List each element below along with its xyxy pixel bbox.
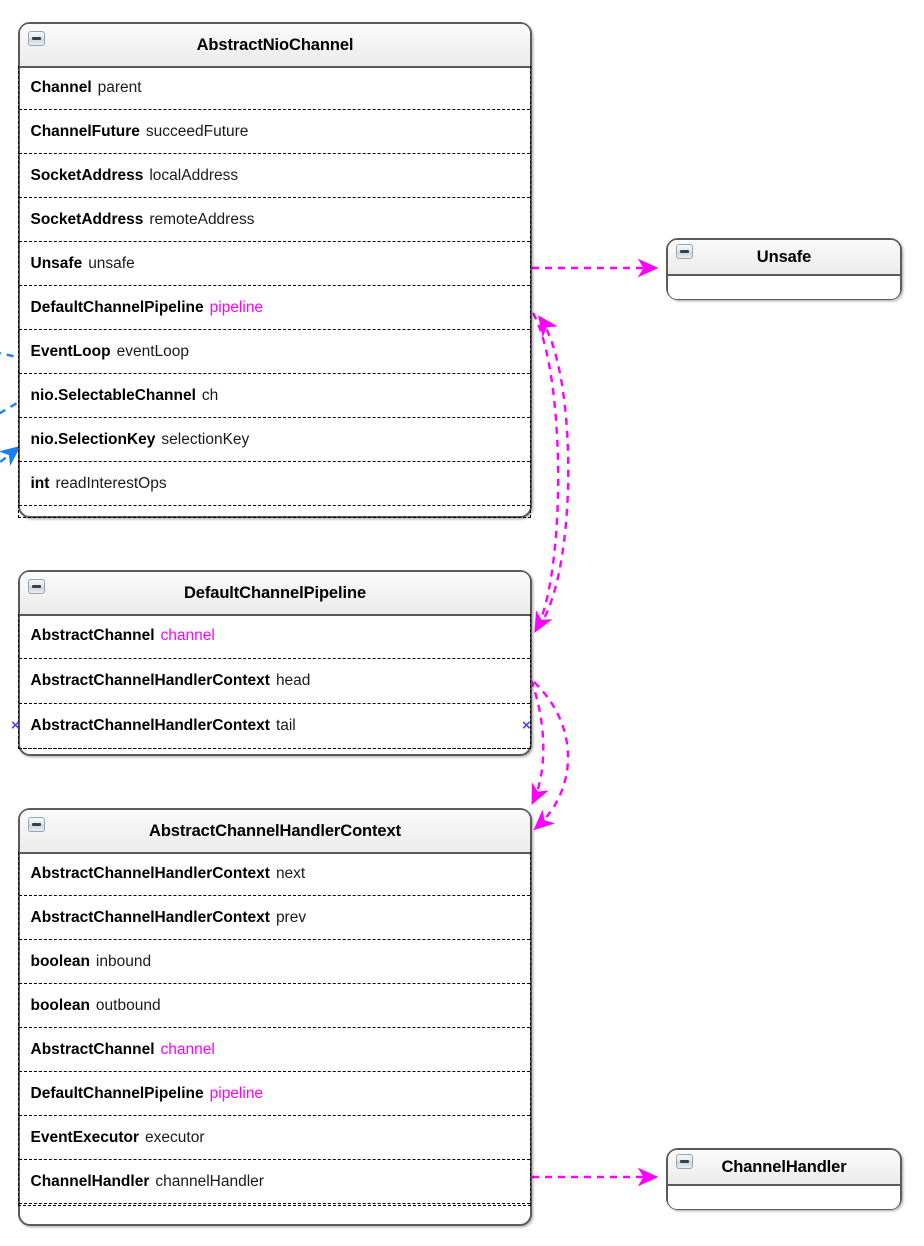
attribute-row-executor[interactable]: EventExecutor executor [18, 1116, 530, 1160]
minus-box-icon[interactable] [28, 817, 45, 832]
attribute-row[interactable]: SocketAddress localAddress [18, 154, 530, 198]
empty-attribute-compartment [668, 1186, 900, 1209]
attribute-name: channel [160, 627, 215, 644]
attribute-row-prev[interactable]: AbstractChannelHandlerContext prev [18, 896, 530, 940]
attribute-row-pipeline[interactable]: DefaultChannelPipeline pipeline [18, 286, 530, 330]
attribute-row-head[interactable]: AbstractChannelHandlerContext head [18, 659, 530, 704]
attribute-name: executor [145, 1128, 205, 1146]
attribute-compartment: AbstractChannelHandlerContext next Abstra… [17, 852, 531, 1206]
class-header[interactable]: Unsafe [668, 240, 900, 276]
attribute-type: boolean [30, 952, 90, 970]
connection-point-marker-left[interactable]: × [11, 717, 20, 734]
attribute-name: channelHandler [155, 1172, 264, 1190]
edge-incoming-selection-key [0, 445, 21, 467]
attribute-name: pipeline [209, 1084, 264, 1102]
attribute-row-channelhandler[interactable]: ChannelHandler channelHandler [18, 1160, 530, 1204]
attribute-name: eventLoop [116, 342, 189, 360]
class-header[interactable]: ChannelHandler [668, 1150, 900, 1186]
empty-attribute-compartment [668, 276, 900, 299]
minus-box-icon[interactable] [28, 579, 45, 594]
class-box-abstract-channel-handler-context[interactable]: AbstractChannelHandlerContext AbstractCh… [17, 808, 532, 1226]
attribute-row-unsafe[interactable]: Unsafe unsafe [18, 242, 530, 286]
attribute-name: localAddress [149, 166, 239, 184]
attribute-row-channel[interactable]: AbstractChannel channel [18, 1028, 530, 1072]
attribute-type: EventLoop [30, 342, 111, 360]
attribute-type: AbstractChannelHandlerContext [30, 908, 270, 926]
class-box-default-channel-pipeline[interactable]: DefaultChannelPipeline AbstractChannel ch… [17, 570, 532, 756]
attribute-name: parent [97, 78, 142, 96]
attribute-row-ch[interactable]: nio.SelectableChannel ch [18, 374, 530, 418]
attribute-name: pipeline [209, 298, 264, 316]
attribute-row-pipeline[interactable]: DefaultChannelPipeline pipeline [18, 1072, 530, 1116]
attribute-name: prev [275, 908, 307, 926]
attribute-row-channel[interactable]: AbstractChannel channel [18, 614, 530, 659]
attribute-type: Unsafe [30, 254, 83, 272]
minus-box-icon[interactable] [28, 31, 45, 46]
class-title: ChannelHandler [721, 1157, 847, 1176]
attribute-row-inbound[interactable]: boolean inbound [18, 940, 530, 984]
class-title: AbstractNioChannel [196, 35, 354, 54]
attribute-row-next[interactable]: AbstractChannelHandlerContext next [18, 852, 530, 896]
attribute-row-outbound[interactable]: boolean outbound [18, 984, 530, 1028]
attribute-type: nio.SelectableChannel [30, 386, 196, 404]
attribute-name: remoteAddress [149, 210, 255, 228]
attribute-type: Channel [30, 78, 92, 96]
attribute-name: head [275, 672, 311, 689]
minus-box-icon[interactable] [676, 1154, 693, 1169]
attribute-row-tail[interactable]: AbstractChannelHandlerContext tail [18, 704, 530, 749]
attribute-name: inbound [95, 952, 152, 970]
attribute-compartment: AbstractChannel channel AbstractChannelHa… [17, 614, 531, 749]
attribute-type: SocketAddress [30, 166, 144, 184]
attribute-type: DefaultChannelPipeline [30, 298, 204, 316]
edge-head-to-context [529, 679, 549, 806]
attribute-type: AbstractChannelHandlerContext [30, 864, 270, 882]
attribute-compartment: Channel parent ChannelFuture succeedFuture… [17, 66, 531, 518]
attribute-type: AbstractChannel [30, 627, 155, 644]
attribute-name: succeedFuture [145, 122, 249, 140]
class-box-unsafe[interactable]: Unsafe [666, 238, 902, 300]
class-box-abstract-nio-channel[interactable]: AbstractNioChannel Channel parent Channel… [17, 22, 532, 518]
attribute-type: EventExecutor [30, 1128, 140, 1146]
attribute-name: outbound [95, 996, 161, 1014]
attribute-name: next [275, 864, 306, 882]
class-box-channel-handler[interactable]: ChannelHandler [666, 1148, 902, 1210]
attribute-type: ChannelFuture [30, 122, 140, 140]
attribute-row[interactable]: Channel parent [18, 66, 530, 110]
attribute-name: readInterestOps [55, 474, 167, 492]
attribute-type: nio.SelectionKey [30, 430, 156, 448]
attribute-name: channel [160, 1040, 215, 1058]
class-title: DefaultChannelPipeline [183, 583, 367, 602]
attribute-name: ch [201, 386, 219, 404]
edge-nio-pipeline-down [531, 312, 560, 633]
attribute-name: unsafe [88, 254, 135, 272]
attribute-type: SocketAddress [30, 210, 144, 228]
attribute-row-selectionkey[interactable]: nio.SelectionKey selectionKey [18, 418, 530, 462]
attribute-name: tail [275, 717, 296, 734]
class-header[interactable]: AbstractChannelHandlerContext [20, 810, 530, 854]
class-header[interactable]: DefaultChannelPipeline [20, 572, 530, 616]
attribute-type: ChannelHandler [30, 1172, 150, 1190]
attribute-row[interactable]: SocketAddress remoteAddress [18, 198, 530, 242]
attribute-row[interactable]: int readInterestOps [18, 462, 530, 506]
connection-point-marker-right[interactable]: × [522, 717, 531, 734]
attribute-type: boolean [30, 996, 90, 1014]
class-header[interactable]: AbstractNioChannel [20, 24, 530, 68]
attribute-type: int [30, 474, 50, 492]
class-title: Unsafe [756, 247, 812, 266]
class-title: AbstractChannelHandlerContext [149, 821, 401, 840]
attribute-row-eventloop[interactable]: EventLoop eventLoop [18, 330, 530, 374]
attribute-type: AbstractChannelHandlerContext [30, 717, 270, 734]
attribute-name: selectionKey [161, 430, 250, 448]
attribute-type: AbstractChannelHandlerContext [30, 672, 270, 689]
edge-pipeline-channel-up [537, 315, 570, 629]
edge-tail-to-context [533, 681, 570, 831]
minus-box-icon[interactable] [676, 244, 693, 259]
attribute-type: DefaultChannelPipeline [30, 1084, 204, 1102]
attribute-row[interactable]: ChannelFuture succeedFuture [18, 110, 530, 154]
attribute-type: AbstractChannel [30, 1040, 155, 1058]
